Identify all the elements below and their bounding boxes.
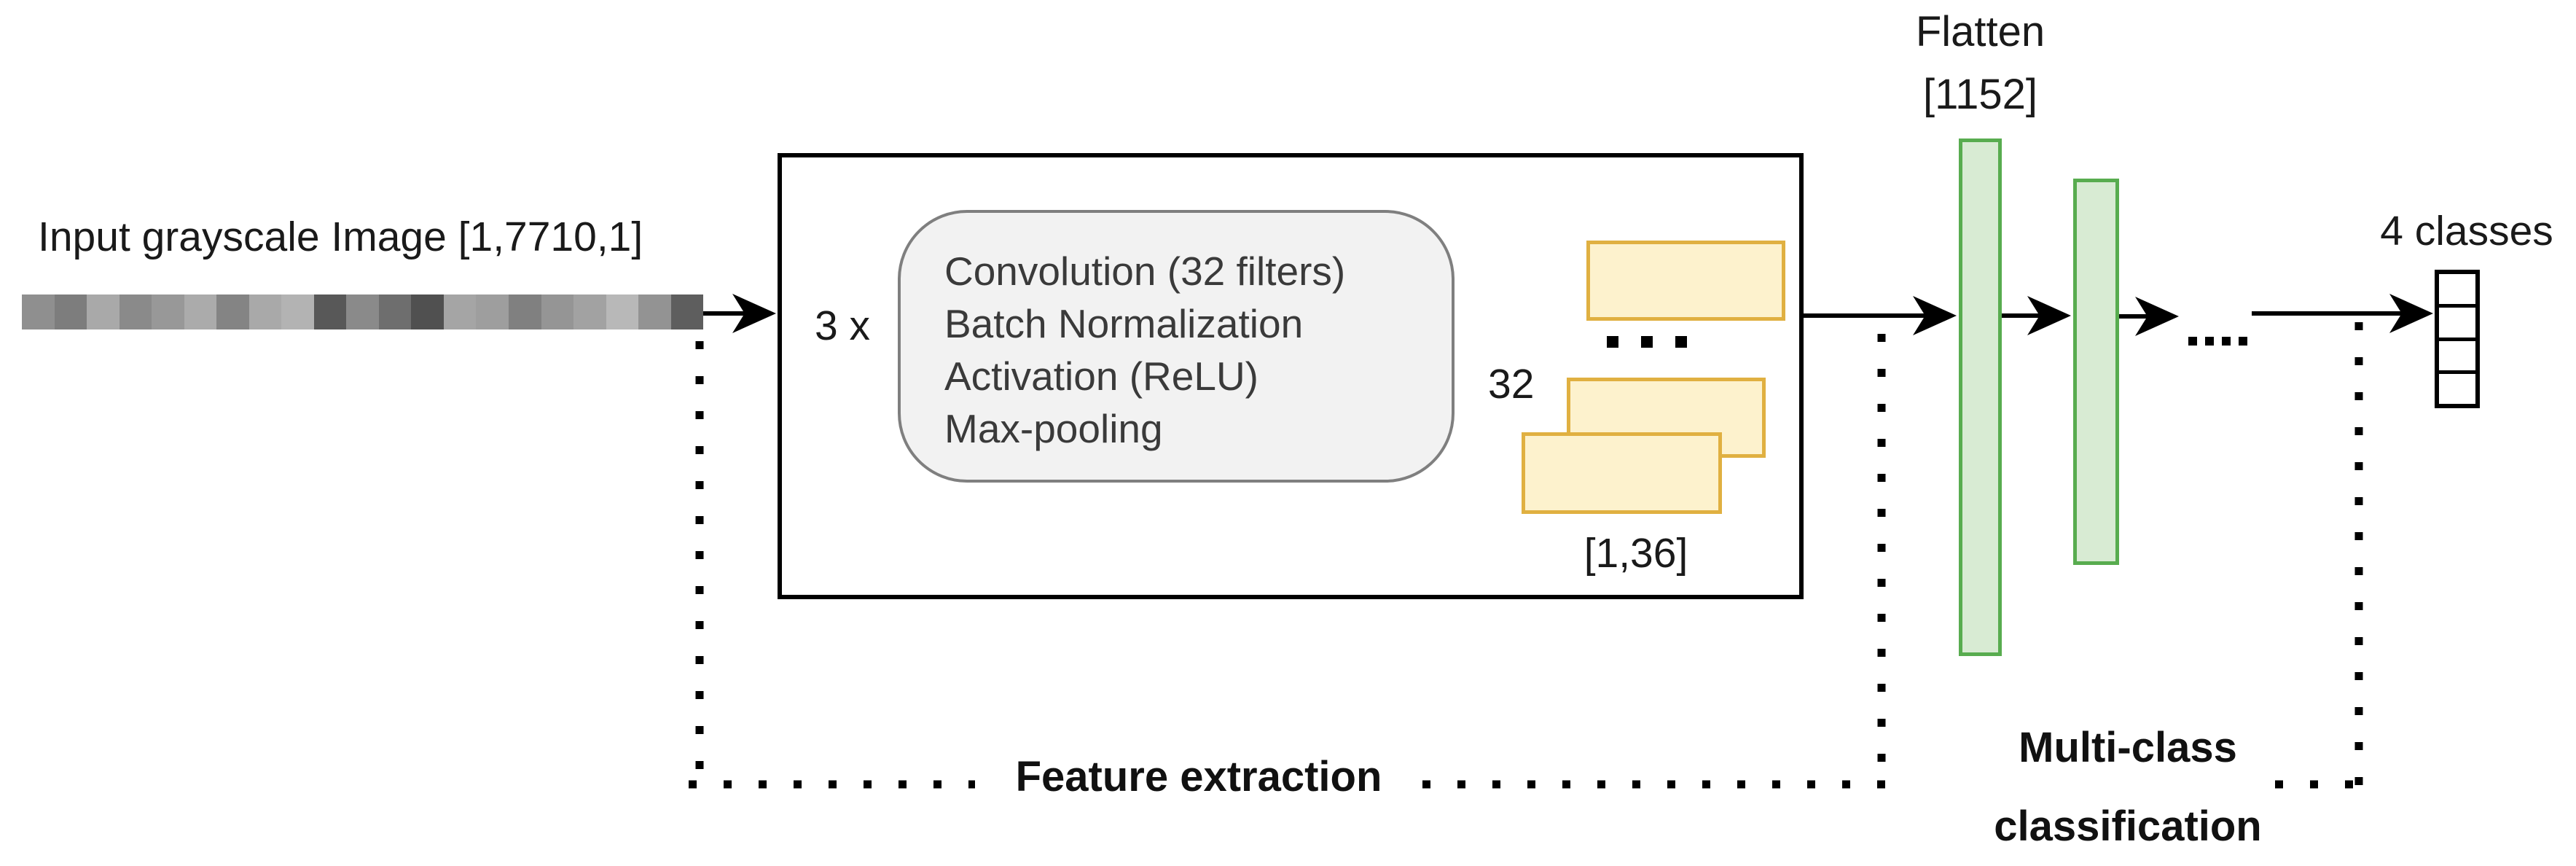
pixel-cell: [378, 294, 412, 329]
pixel-cell: [346, 294, 379, 329]
pixel-cell: [184, 294, 217, 329]
flatten-shape-label: [1152]: [1923, 71, 2037, 118]
pixel-cell: [443, 294, 477, 329]
feature-maps-count-label: 32: [1488, 361, 1535, 407]
ellipsis-dot: [1607, 336, 1618, 348]
feature-map-top: [1586, 241, 1785, 321]
pixel-cell: [119, 294, 152, 329]
input-image-label: Input grayscale Image [1,7710,1]: [38, 214, 643, 260]
flatten-label: Flatten: [1915, 8, 2045, 55]
flatten-layer-bar: [1959, 139, 2002, 656]
output-classes-label: 4 classes: [2380, 208, 2553, 254]
ellipsis-dot: [2222, 337, 2231, 346]
pixel-cell: [87, 294, 120, 329]
dense-layer-bar: [2073, 179, 2119, 565]
dense-layers-ellipsis-dots: [2188, 337, 2247, 346]
conv-step-activation: Activation (ReLU): [944, 354, 1258, 399]
pixel-cell: [476, 294, 509, 329]
feature-map-shape-label: [1,36]: [1583, 530, 1688, 577]
pixel-cell: [638, 294, 671, 329]
input-pixel-strip: [22, 294, 704, 329]
ellipsis-dot: [2205, 337, 2214, 346]
pixel-cell: [411, 294, 444, 329]
ellipsis-dot: [1675, 336, 1687, 348]
pixel-cell: [152, 294, 184, 329]
output-class-box: [2435, 270, 2480, 408]
pixel-cell: [541, 294, 574, 329]
pixel-cell: [313, 294, 347, 329]
conv-step-convolution: Convolution (32 filters): [944, 249, 1346, 294]
output-class-cell: [2439, 303, 2475, 338]
output-class-cell: [2439, 274, 2475, 304]
pixel-cell: [573, 294, 606, 329]
pixel-cell: [216, 294, 249, 329]
ellipsis-dot: [1641, 336, 1653, 348]
conv-repeat-label: 3 x: [815, 303, 871, 349]
pixel-cell: [670, 294, 704, 329]
output-class-cell: [2439, 370, 2475, 404]
conv-step-batchnorm: Batch Normalization: [944, 301, 1304, 346]
output-class-cell: [2439, 337, 2475, 371]
ellipsis-dot: [2188, 337, 2197, 346]
pixel-cell: [22, 294, 55, 329]
conv-step-maxpooling: Max-pooling: [944, 406, 1163, 451]
feature-map-front: [1522, 432, 1722, 514]
ellipsis-dot: [2239, 337, 2247, 346]
feature-maps-ellipsis-dots: [1607, 336, 1687, 348]
pixel-cell: [248, 294, 282, 329]
stage-label-feature-extraction: Feature extraction: [1015, 753, 1382, 800]
stage-label-multiclass-classification: Multi-class classification: [1994, 724, 2262, 850]
conv-block-steps: Convolution (32 filters) Batch Normaliza…: [944, 245, 1345, 455]
pixel-cell: [281, 294, 314, 329]
conv-block: [898, 210, 1455, 483]
pixel-cell: [54, 294, 87, 329]
pixel-cell: [508, 294, 541, 329]
pixel-cell: [606, 294, 639, 329]
